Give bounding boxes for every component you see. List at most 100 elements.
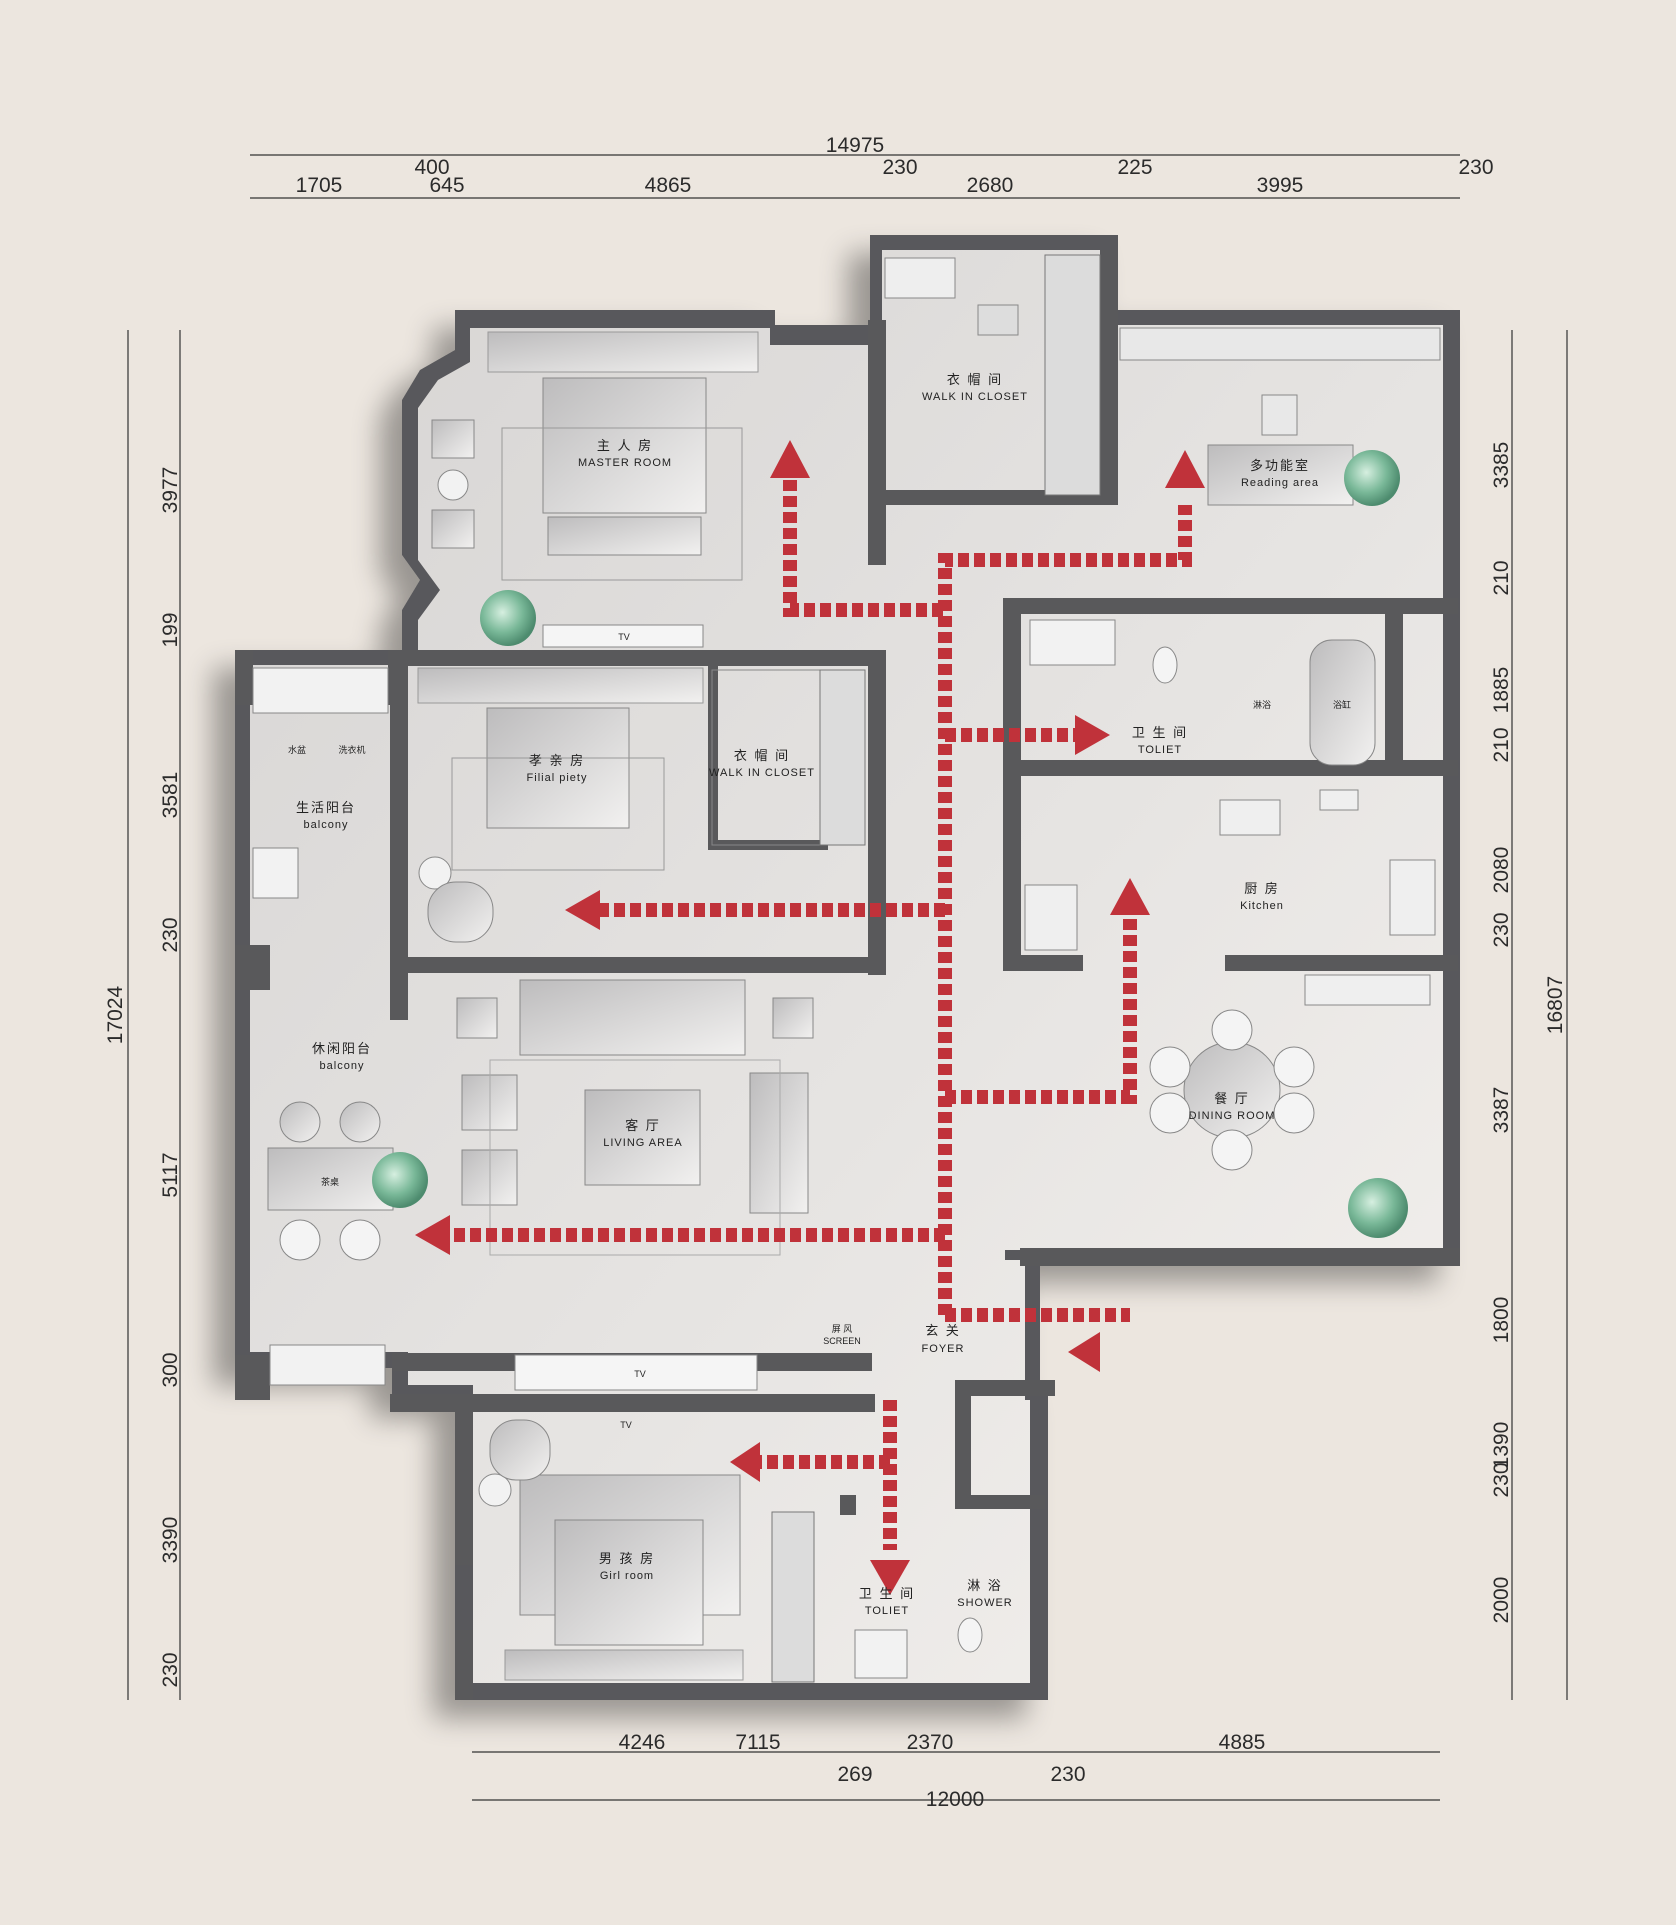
- dim-right-6: 3387: [1490, 1087, 1513, 1134]
- sink-label: 水盆: [288, 744, 306, 755]
- arrow-icon: [415, 1215, 450, 1255]
- toilet1-label-cn: 卫 生 间: [1132, 725, 1188, 740]
- bathtub-label: 浴缸: [1333, 699, 1351, 710]
- plant-icon: [1344, 450, 1400, 506]
- dining-label-cn: 餐 厅: [1214, 1091, 1250, 1106]
- balcony2-label-en: balcony: [320, 1060, 365, 1072]
- plant-icon: [480, 590, 536, 646]
- kitchen-label-en: Kitchen: [1240, 900, 1284, 912]
- tv-label-1: TV: [618, 632, 630, 642]
- sofa: [519, 979, 746, 1056]
- dim-left-5: 300: [159, 1352, 182, 1387]
- dim-left-2: 3581: [159, 772, 182, 819]
- filial-room-label-cn: 孝 亲 房: [529, 753, 585, 768]
- toilet2-label-en: TOLIET: [865, 1605, 909, 1617]
- dim-top-0: 1705: [296, 174, 343, 197]
- dim-left-row: 3977 199 3581 230 5117 300 3390 230: [159, 467, 182, 1688]
- dim-right-total: 16807: [1544, 976, 1567, 1034]
- dim-right-4: 2080: [1490, 847, 1513, 894]
- dim-right-0: 3385: [1490, 442, 1513, 489]
- arrow-icon: [1110, 878, 1150, 915]
- balcony2-label-cn: 休闲阳台: [312, 1041, 372, 1056]
- closet2-label-cn: 衣 帽 间: [734, 748, 790, 763]
- shower-small-label: 淋浴: [1253, 699, 1271, 710]
- dim-bottom-5: 4885: [1219, 1731, 1266, 1754]
- closet1-label-cn: 衣 帽 间: [947, 372, 1003, 387]
- arrow-icon: [870, 1560, 910, 1595]
- arrow-icon: [565, 890, 600, 930]
- foyer-label-en: FOYER: [922, 1343, 965, 1355]
- plant-icon: [372, 1152, 428, 1208]
- dim-top-3: 4865: [645, 174, 692, 197]
- living-label-cn: 客 厅: [625, 1118, 661, 1133]
- dim-left-1: 199: [159, 612, 182, 647]
- dim-right-2: 1885: [1490, 667, 1513, 714]
- shower-label-cn: 淋 浴: [967, 1578, 1003, 1593]
- dim-bottom-1: 7115: [735, 1731, 780, 1754]
- dim-bottom-total: 12000: [926, 1788, 984, 1811]
- arrow-icon: [730, 1442, 760, 1482]
- dim-left-6: 3390: [159, 1517, 182, 1564]
- toilet1-label-en: TOLIET: [1138, 744, 1182, 756]
- dim-bottom-3: 2370: [907, 1731, 954, 1754]
- dim-left-3: 230: [159, 917, 182, 952]
- shower-label-en: SHOWER: [957, 1597, 1013, 1609]
- dim-left-0: 3977: [159, 467, 182, 514]
- dim-left-total: 17024: [104, 985, 127, 1044]
- dim-top-7: 3995: [1257, 174, 1304, 197]
- girl-room-label-en: Girl room: [600, 1570, 654, 1582]
- master-bed: [542, 377, 707, 514]
- arrow-icon: [770, 440, 810, 478]
- dim-right-8: 1390: [1490, 1422, 1513, 1469]
- screen-label-en: SCREEN: [823, 1336, 861, 1346]
- filial-room-label-en: Filial piety: [527, 772, 588, 784]
- tea-table-label: 茶桌: [321, 1176, 339, 1187]
- living-label-en: LIVING AREA: [603, 1137, 682, 1149]
- dim-left-7: 230: [159, 1652, 182, 1687]
- dim-right-10: 2000: [1490, 1577, 1513, 1624]
- dim-left-4: 5117: [159, 1152, 182, 1197]
- screen-label-cn: 屏 风: [832, 1324, 853, 1334]
- dimension-lines: [127, 154, 1568, 1801]
- arrow-icon: [1068, 1332, 1100, 1372]
- dim-top-2: 645: [429, 174, 464, 197]
- dining-label-en: DINING ROOM: [1189, 1110, 1276, 1122]
- arrow-icon: [1165, 450, 1205, 488]
- tv-label-2: TV: [634, 1369, 646, 1379]
- dim-top-4: 230: [882, 156, 917, 179]
- room-labels: 主 人 房 MASTER ROOM 衣 帽 间 WALK IN CLOSET 多…: [288, 372, 1351, 1617]
- closet2-label-en: WALK IN CLOSET: [709, 767, 815, 779]
- route-arrows: [415, 440, 1205, 1595]
- interior-walls: [235, 250, 1460, 1700]
- reading-label-en: Reading area: [1241, 477, 1319, 489]
- dim-right-7: 1800: [1490, 1297, 1513, 1344]
- dim-top-8: 230: [1458, 156, 1493, 179]
- circulation-route: [450, 480, 1192, 1550]
- dim-bottom-0: 4246: [619, 1731, 666, 1754]
- balcony1-label-en: balcony: [304, 819, 349, 831]
- washer-label: 洗衣机: [338, 744, 365, 755]
- girl-room-label-cn: 男 孩 房: [599, 1551, 655, 1566]
- dim-top-5: 2680: [967, 174, 1014, 197]
- dim-bottom-2: 269: [837, 1763, 872, 1786]
- kitchen-label-cn: 厨 房: [1244, 881, 1280, 896]
- toilet2-label-cn: 卫 生 间: [859, 1586, 915, 1601]
- dim-right-5: 230: [1490, 912, 1513, 947]
- balcony1-label-cn: 生活阳台: [296, 800, 356, 815]
- tv-label-3: TV: [620, 1420, 632, 1430]
- dim-right-9: 230: [1490, 1462, 1513, 1497]
- reading-label-cn: 多功能室: [1250, 458, 1310, 473]
- plant-icon: [1348, 1178, 1408, 1238]
- foyer-label-cn: 玄 关: [925, 1323, 961, 1338]
- dim-right-3: 210: [1490, 727, 1513, 762]
- closet1-label-en: WALK IN CLOSET: [922, 391, 1028, 403]
- master-room-label-cn: 主 人 房: [597, 438, 653, 453]
- dim-right-1: 210: [1490, 560, 1513, 595]
- dim-top-total: 14975: [826, 134, 884, 157]
